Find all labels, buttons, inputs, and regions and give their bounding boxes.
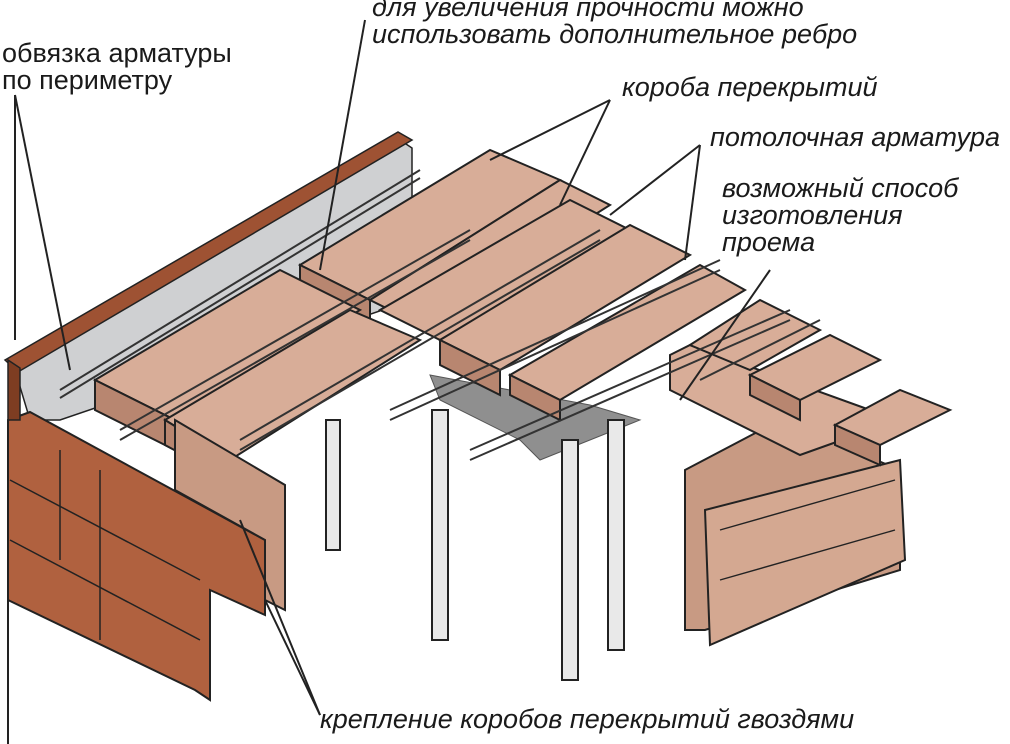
ceiling-rebar	[119, 229, 821, 461]
support-prop	[561, 439, 579, 681]
label-extra-rib: для увеличения прочности можно использов…	[372, 0, 857, 48]
right-wall-nails	[719, 479, 896, 581]
left-wall-nails	[9, 450, 201, 641]
perimeter-rebar-back-2	[59, 177, 421, 399]
floor-boxes	[92, 148, 953, 612]
label-perimeter-line1: обвязка арматуры	[2, 38, 232, 68]
support-prop	[325, 419, 341, 551]
label-ceiling-rebar: потолочная арматура	[710, 122, 1000, 152]
label-perimeter-line2: по периметру	[2, 65, 173, 95]
left-brick-wall	[7, 410, 266, 702]
label-opening-line3: проема	[722, 227, 816, 257]
leader-lines	[7, 19, 771, 744]
right-wall-panel-front	[703, 458, 907, 647]
box-10-front	[834, 423, 881, 467]
label-opening-line2: изготовления	[722, 200, 903, 230]
label-perimeter: обвязка арматуры по периметру	[2, 40, 232, 94]
label-nailing: крепление коробов перекрытий гвоздями	[320, 704, 855, 734]
support-props	[325, 409, 625, 681]
label-boxes: короба перекрытий	[622, 72, 878, 102]
label-opening: возможный способ изготовления проема	[722, 175, 958, 256]
box-6-front	[439, 338, 501, 397]
box-9-front	[749, 373, 801, 422]
support-beam	[429, 374, 642, 461]
left-wall-edge	[7, 358, 21, 421]
perimeter-rebar-back	[59, 169, 421, 391]
support-prop	[607, 419, 625, 651]
support-prop	[431, 409, 449, 641]
label-extra-rib-line1: для увеличения прочности можно	[372, 0, 804, 22]
label-extra-rib-line2: использовать дополнительное ребро	[372, 19, 858, 49]
label-opening-line1: возможный способ	[722, 173, 959, 203]
